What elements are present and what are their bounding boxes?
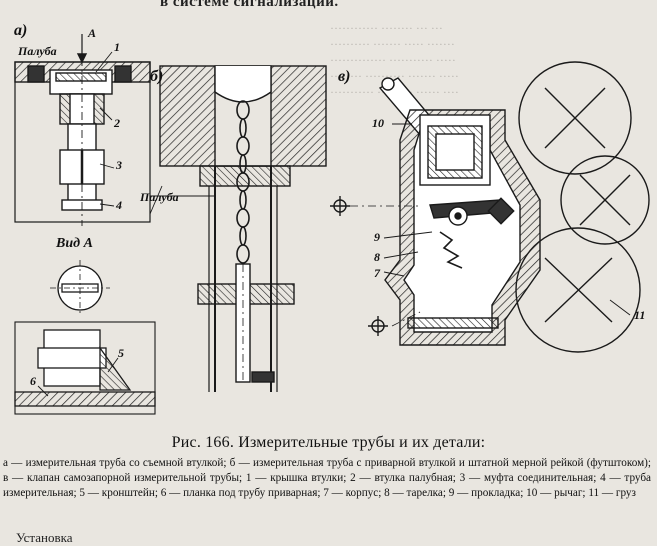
callout-6: 6 (30, 374, 36, 388)
callout-11: 11 (634, 308, 646, 322)
panel-b-drawing (149, 65, 327, 392)
footer-fragment: Установка (16, 530, 73, 545)
callout-3: 3 (116, 158, 122, 172)
panel-a-drawing (14, 34, 151, 226)
callout-1: 1 (114, 40, 120, 54)
callout-10: 10 (372, 116, 384, 130)
view-a-label: Вид А (56, 236, 93, 251)
panel-a-view-drawing (14, 260, 156, 415)
caption-title: Рис. 166. Измерительные трубы и их детал… (171, 434, 486, 451)
callout-8: 8 (374, 250, 380, 264)
callout-9: 9 (374, 230, 380, 244)
header-fragment: в системе сигнализации. (160, 0, 339, 10)
panel-a-deck-label: Палуба (18, 44, 57, 58)
caption-body: а — измерительная труба со съемной втулк… (3, 457, 651, 499)
panel-a-arrow-label: А (88, 26, 97, 40)
chain (236, 100, 250, 264)
panel-b-deck-label: Палуба (140, 190, 179, 204)
callout-5: 5 (118, 346, 124, 360)
callout-4: 4 (116, 198, 122, 212)
callout-7: 7 (374, 266, 380, 280)
panel-b-label: б) (150, 68, 164, 85)
panel-a-label: а) (14, 22, 28, 39)
callout-2: 2 (114, 116, 120, 130)
panel-v-label: в) (338, 68, 351, 85)
panel-v-drawing (330, 61, 650, 353)
